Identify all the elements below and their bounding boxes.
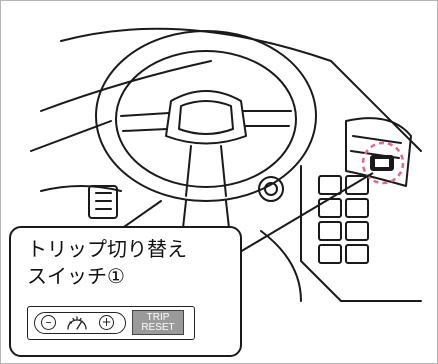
highlight-circle <box>361 141 405 185</box>
trip-label: TRIP <box>146 312 170 323</box>
callout-title-line1: トリップ切り替え <box>27 237 187 261</box>
trip-reset-button: TRIP RESET <box>132 310 184 335</box>
right-air-vent <box>345 117 412 187</box>
steering-wheel <box>95 30 317 202</box>
plus-icon: + <box>99 315 114 330</box>
callout-title-line2: スイッチ① <box>27 264 125 288</box>
left-vent <box>88 185 118 219</box>
start-knob <box>258 176 284 202</box>
minus-icon: – <box>41 315 56 330</box>
switch-cluster <box>318 175 369 264</box>
trip-switch-panel: – + TRIP RESET <box>27 306 195 340</box>
dashboard-outline <box>60 27 422 152</box>
odometer-icon <box>67 316 87 330</box>
display-switch-group: – + <box>34 312 126 334</box>
reset-label: RESET <box>141 322 175 333</box>
callout-box: トリップ切り替え スイッチ① – + TRIP RESET <box>9 226 242 357</box>
